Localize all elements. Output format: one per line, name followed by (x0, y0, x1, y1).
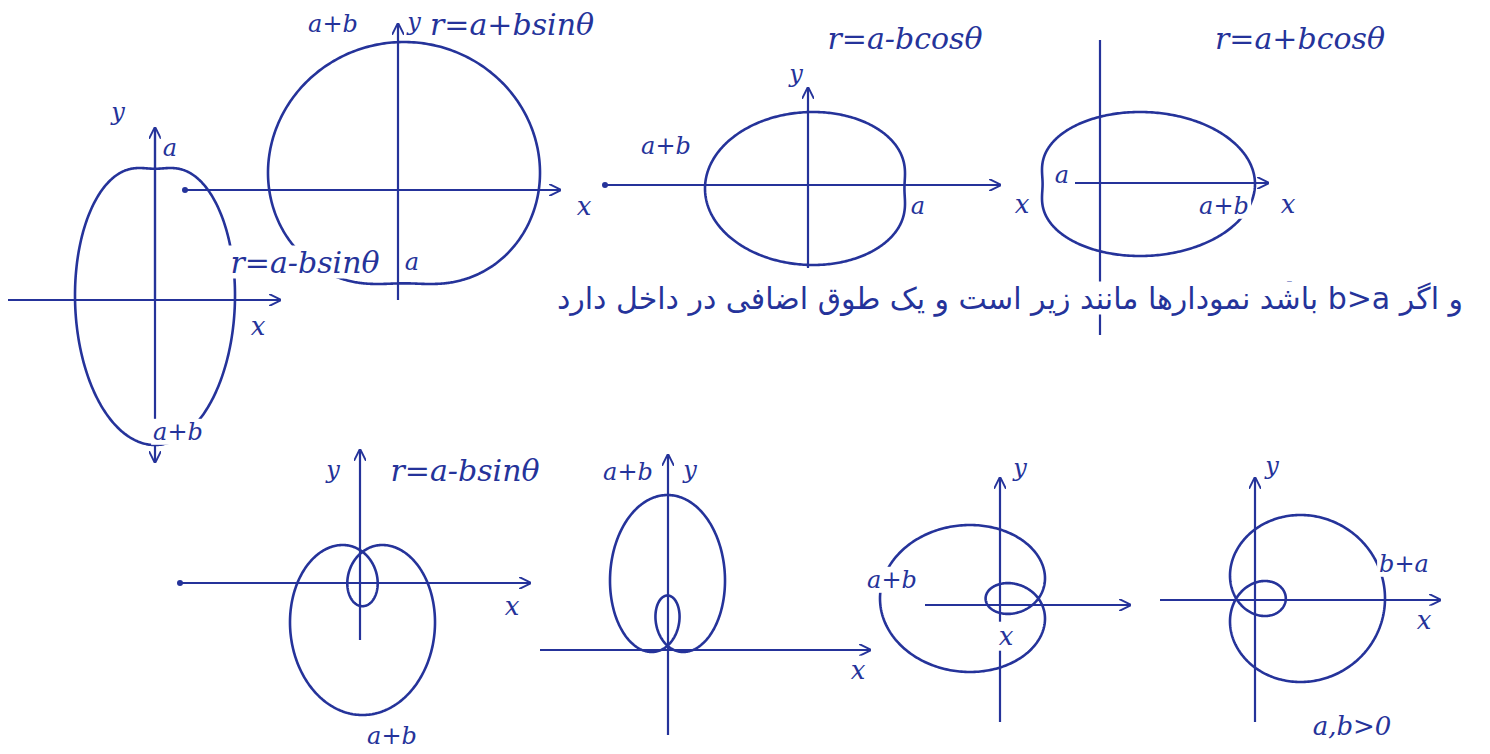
axis-label: a+b (639, 133, 693, 159)
axis-line (540, 649, 870, 651)
axis-label: y (324, 457, 342, 483)
axis-line (180, 582, 530, 584)
axis-line (1160, 599, 1440, 601)
axis-label: a+b (151, 419, 205, 445)
limacon-graph (880, 478, 1130, 722)
axis-dot (182, 187, 188, 193)
axis-label: a+b (365, 723, 419, 749)
limacon-graph (540, 455, 870, 735)
axis-label: a (1053, 162, 1071, 188)
axis-label: y (1263, 453, 1281, 479)
axis-label: y (787, 61, 805, 87)
limacon-curve (290, 545, 435, 715)
axis-line (605, 184, 1000, 186)
axis-line (154, 128, 156, 300)
axis-label: x (1279, 190, 1298, 219)
axis-line (1075, 182, 1268, 184)
limacon-curve (610, 495, 725, 652)
limacon-graph (182, 24, 560, 300)
limacon-curve (1042, 112, 1255, 256)
axis-line (925, 604, 1130, 606)
axis-label: x (1013, 190, 1032, 219)
axis-label: x (575, 192, 594, 221)
axis-line (397, 24, 399, 300)
limacon-graph (8, 128, 280, 462)
limacon-curve (880, 525, 1045, 672)
axis-label: y (109, 99, 127, 125)
axis-label: x (997, 622, 1016, 651)
axis-line (185, 189, 560, 191)
axis-label: y (1011, 455, 1029, 481)
limacon-graph (177, 450, 530, 715)
axis-label: a (161, 135, 179, 161)
axis-label: y (405, 9, 423, 35)
equation-label: r=a-bsinθ (388, 454, 541, 487)
axis-label: a+b (865, 567, 919, 593)
limacon-graph (1160, 478, 1440, 722)
axis-label: a+b (306, 11, 360, 37)
axis-label: b+a (1377, 551, 1431, 577)
axis-label: a (403, 249, 421, 275)
note-text: و اگر b>a باشد نمودارها مانند زیر است و … (555, 282, 1465, 315)
limacon-curve (75, 168, 235, 445)
axis-line (1254, 478, 1256, 722)
axis-label: a (909, 193, 927, 219)
axis-dot (177, 580, 183, 586)
axis-line (807, 88, 809, 268)
axis-label: x (503, 592, 522, 621)
axis-label: y (681, 457, 699, 483)
axis-label: a+b (1197, 193, 1251, 219)
limacon-curve (1230, 515, 1385, 682)
limacon-curve (705, 112, 905, 265)
axis-label: x (849, 656, 868, 685)
axis-line (999, 478, 1001, 722)
equation-label: r=a-bsinθ (228, 246, 381, 279)
axis-label: x (249, 312, 268, 341)
equation-label: r=a-bcosθ (825, 22, 984, 55)
axis-label: a+b (601, 459, 655, 485)
axis-line (8, 299, 280, 301)
axis-label: x (1415, 606, 1434, 635)
limacon-graph (602, 88, 1000, 268)
axis-dot (602, 182, 608, 188)
equation-label: r=a+bcosθ (1213, 22, 1387, 55)
axis-label: a,b>0 (1311, 712, 1394, 741)
axis-line (359, 450, 361, 640)
equation-label: r=a+bsinθ (428, 8, 596, 41)
